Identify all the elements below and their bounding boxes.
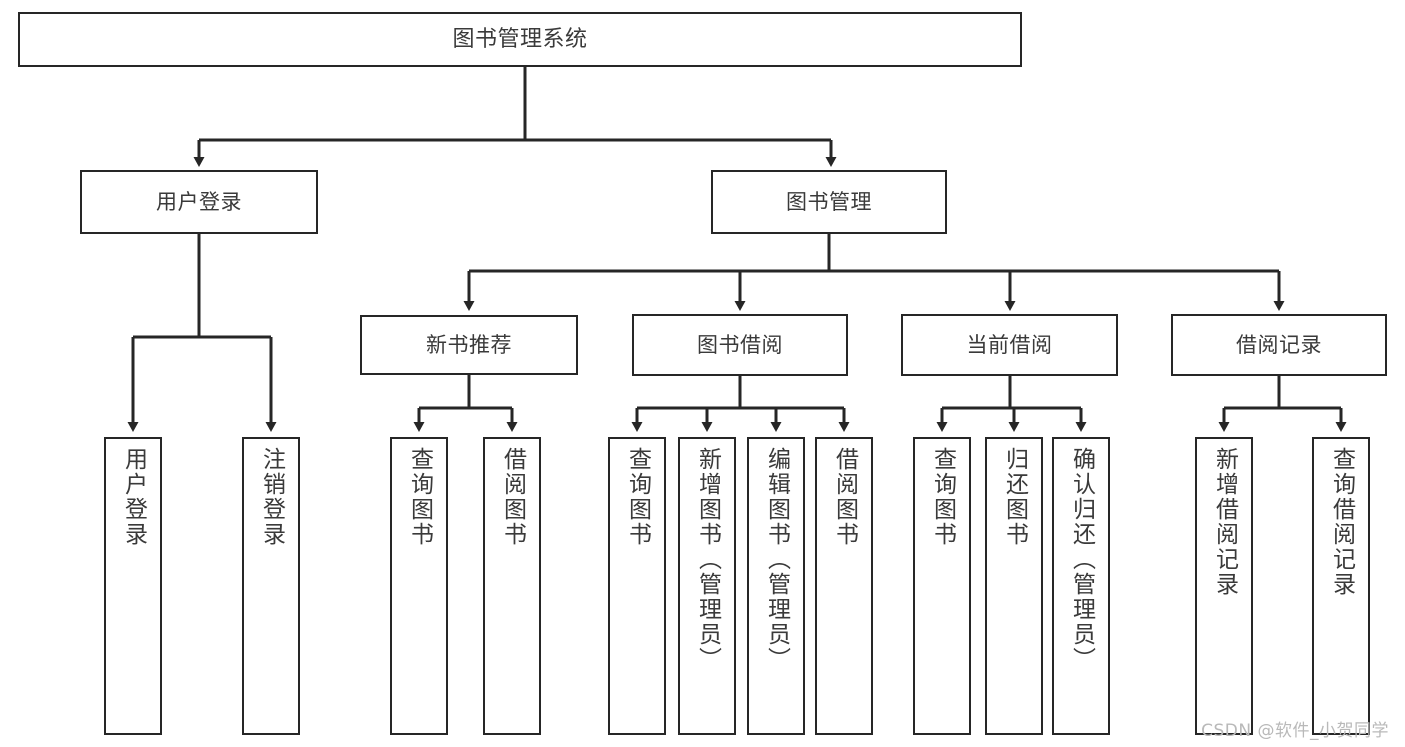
node-leaf-return-book[interactable]: 归还图书 [985,437,1043,735]
node-label: 新增图书（管理员） [694,447,721,672]
node-leaf-search-book-borrow[interactable]: 查询图书 [608,437,666,735]
node-borrow-record[interactable]: 借阅记录 [1171,314,1387,376]
node-label: 当前借阅 [966,332,1053,357]
node-label: 编辑图书（管理员） [763,447,790,672]
node-label: 注销登录 [258,447,285,547]
node-label: 查询图书 [929,447,956,547]
node-label: 查询图书 [624,447,651,547]
node-leaf-add-borrow-record[interactable]: 新增借阅记录 [1195,437,1253,735]
node-label: 新书推荐 [426,332,512,357]
node-new-book-recommend[interactable]: 新书推荐 [360,315,578,375]
node-label: 新增借阅记录 [1211,447,1238,597]
node-label: 用户登录 [156,189,242,214]
node-label: 图书管理系统 [452,26,588,52]
node-label: 借阅记录 [1236,332,1322,357]
node-label: 查询借阅记录 [1328,447,1355,597]
node-label: 归还图书 [1001,447,1028,547]
node-label: 借阅图书 [499,447,526,547]
node-label: 用户登录 [120,447,147,547]
node-leaf-search-book-current[interactable]: 查询图书 [913,437,971,735]
node-leaf-search-book-recommend[interactable]: 查询图书 [390,437,448,735]
node-label: 确认归还（管理员） [1068,447,1095,672]
node-leaf-confirm-return-admin[interactable]: 确认归还（管理员） [1052,437,1110,735]
watermark-text: CSDN @软件_小贺同学 [1201,721,1389,741]
node-label: 图书管理 [786,189,872,214]
node-user-login[interactable]: 用户登录 [80,170,318,234]
node-book-borrow[interactable]: 图书借阅 [632,314,848,376]
node-book-management[interactable]: 图书管理 [711,170,947,234]
node-label: 图书借阅 [697,332,783,357]
node-current-borrow[interactable]: 当前借阅 [901,314,1118,376]
node-label: 查询图书 [406,447,433,547]
node-leaf-user-login[interactable]: 用户登录 [104,437,162,735]
node-leaf-borrow-book-recommend[interactable]: 借阅图书 [483,437,541,735]
node-leaf-search-borrow-record[interactable]: 查询借阅记录 [1312,437,1370,735]
node-label: 借阅图书 [831,447,858,547]
node-leaf-logout[interactable]: 注销登录 [242,437,300,735]
node-leaf-edit-book-admin[interactable]: 编辑图书（管理员） [747,437,805,735]
node-leaf-borrow-book[interactable]: 借阅图书 [815,437,873,735]
node-root-system[interactable]: 图书管理系统 [18,12,1022,67]
node-leaf-add-book-admin[interactable]: 新增图书（管理员） [678,437,736,735]
